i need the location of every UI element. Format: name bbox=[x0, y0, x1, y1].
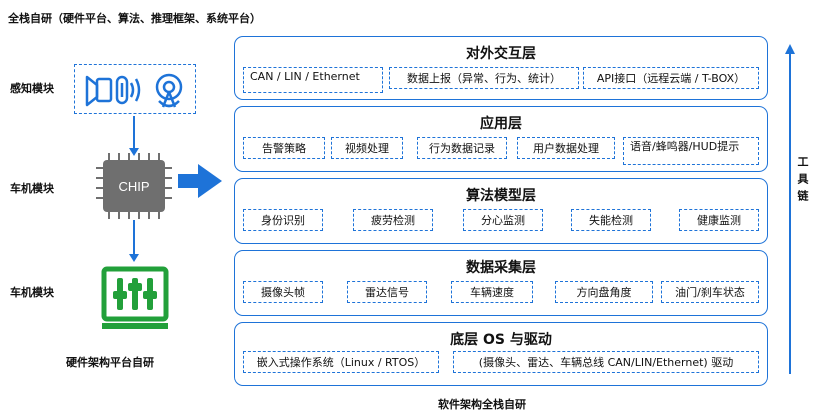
layer-item: 身份识别 bbox=[243, 209, 323, 231]
vehicle-module-label-2: 车机模块 bbox=[10, 286, 54, 299]
toolchain-arrow bbox=[785, 44, 795, 374]
right-arrow-icon bbox=[178, 164, 222, 198]
layer-item: 数据上报（异常、行为、统计） bbox=[389, 67, 579, 89]
left-connectors bbox=[129, 116, 222, 262]
layer-external: 对外交互层 CAN / LIN / Ethernet 数据上报（异常、行为、统计… bbox=[234, 36, 768, 100]
layer-item: 摄像头帧 bbox=[243, 281, 323, 303]
layer-item: 嵌入式操作系统（Linux / RTOS） bbox=[243, 351, 439, 373]
layer-title: 底层 OS 与驱动 bbox=[450, 332, 552, 348]
hardware-caption: 硬件架构平台自研 bbox=[66, 356, 154, 369]
layer-item: 分心监测 bbox=[463, 209, 543, 231]
layer-item: 方向盘角度 bbox=[555, 281, 653, 303]
layer-application: 应用层 告警策略 视频处理 行为数据记录 用户数据处理 语音/蜂鸣器/HUD提示 bbox=[234, 106, 768, 172]
chip-label: CHIP bbox=[103, 160, 165, 212]
layer-item: 用户数据处理 bbox=[517, 137, 615, 159]
layer-item: 语音/蜂鸣器/HUD提示 bbox=[623, 137, 759, 165]
layer-title: 对外交互层 bbox=[466, 46, 536, 62]
sensor-icons bbox=[85, 73, 183, 108]
layer-item: 失能检测 bbox=[571, 209, 651, 231]
camera-icon bbox=[85, 75, 113, 107]
toolchain-label: 工具链 bbox=[796, 156, 809, 207]
layer-item: 告警策略 bbox=[243, 137, 325, 159]
layer-item: CAN / LIN / Ethernet bbox=[243, 67, 383, 93]
hardware-board-icon bbox=[101, 266, 169, 329]
layer-title: 应用层 bbox=[480, 116, 522, 132]
vehicle-module-label-1: 车机模块 bbox=[10, 182, 54, 195]
layer-algorithm: 算法模型层 身份识别 疲劳检测 分心监测 失能检测 健康监测 bbox=[234, 178, 768, 244]
layer-item: 视频处理 bbox=[331, 137, 403, 159]
perception-module-label: 感知模块 bbox=[10, 82, 54, 95]
sensor-box bbox=[74, 64, 196, 114]
layer-item: (摄像头、雷达、车辆总线 CAN/LIN/Ethernet) 驱动 bbox=[453, 351, 759, 373]
layer-item: 车辆速度 bbox=[451, 281, 533, 303]
layer-item: 健康监测 bbox=[679, 209, 759, 231]
layer-acquisition: 数据采集层 摄像头帧 雷达信号 车辆速度 方向盘角度 油门/刹车状态 bbox=[234, 250, 768, 316]
layer-item: API接口（远程云端 / T-BOX） bbox=[583, 67, 759, 89]
radar-icon bbox=[115, 75, 141, 105]
chip-icon: CHIP bbox=[96, 153, 172, 219]
layer-item: 雷达信号 bbox=[347, 281, 427, 303]
software-caption: 软件架构全栈自研 bbox=[438, 398, 526, 411]
layer-os: 底层 OS 与驱动 嵌入式操作系统（Linux / RTOS） (摄像头、雷达、… bbox=[234, 322, 768, 386]
layer-item: 油门/刹车状态 bbox=[661, 281, 759, 303]
page-title: 全栈自研（硬件平台、算法、推理框架、系统平台） bbox=[8, 12, 261, 25]
layer-title: 算法模型层 bbox=[466, 188, 536, 204]
layer-title: 数据采集层 bbox=[466, 260, 536, 276]
layer-item: 行为数据记录 bbox=[417, 137, 507, 159]
layer-item: 疲劳检测 bbox=[353, 209, 433, 231]
signal-antenna-icon bbox=[155, 73, 183, 108]
